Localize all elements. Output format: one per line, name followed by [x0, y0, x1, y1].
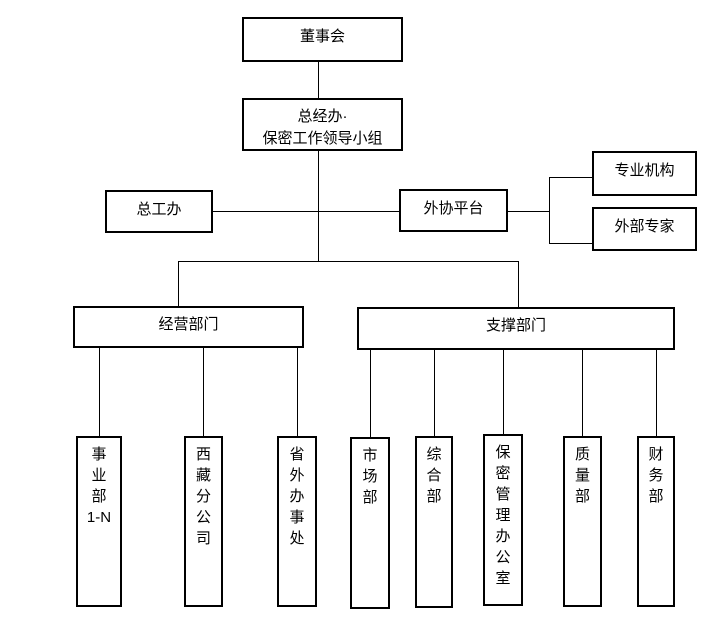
org-node-professional-org-label: 专业机构 [614, 162, 675, 179]
org-node-operating-depts: 经营部门 [73, 306, 304, 348]
org-node-board: 董事会 [242, 17, 403, 62]
connector-outsourcing-bracket [508, 211, 549, 212]
org-node-confidentiality-office-label: 保 密 管 理 办 公 室 [495, 444, 511, 587]
connector-distribution [178, 261, 519, 262]
org-node-outsourcing-platform-label: 外协平台 [423, 200, 484, 217]
org-node-tibet-branch: 西 藏 分 公 司 [184, 436, 223, 607]
connector-chiefeng-outsourcing [213, 211, 399, 212]
org-node-business-unit: 事 业 部 1-N [76, 436, 122, 607]
connector-operating-tibet [203, 348, 204, 436]
connector-bracket-proorg [549, 177, 592, 178]
org-node-business-unit-label: 事 业 部 1-N [86, 446, 112, 526]
org-node-out-province-office: 省 外 办 事 处 [277, 436, 317, 607]
connector-operating-businessunit [99, 348, 100, 436]
org-node-out-province-office-label: 省 外 办 事 处 [289, 446, 305, 547]
connector-bracket-vertical [549, 177, 550, 244]
org-node-market-dept: 市 场 部 [350, 437, 390, 609]
connector-operating-outprovince [297, 348, 298, 436]
org-node-chief-engineer-office-label: 总工办 [136, 201, 182, 218]
org-node-quality-dept-label: 质 量 部 [574, 446, 590, 505]
connector-board-gm [318, 62, 319, 98]
org-node-support-depts: 支撑部门 [357, 307, 675, 350]
org-node-external-experts-label: 外部专家 [614, 218, 675, 235]
org-node-gm-office-label: 总经办· 保密工作领导小组 [262, 108, 383, 147]
org-node-outsourcing-platform: 外协平台 [399, 189, 508, 232]
connector-gm-spine [318, 151, 319, 261]
org-node-general-dept: 综 合 部 [415, 436, 453, 608]
connector-drop-support [518, 261, 519, 307]
connector-support-quality [582, 350, 583, 436]
org-node-operating-depts-label: 经营部门 [158, 316, 219, 333]
connector-bracket-experts [549, 243, 592, 244]
org-node-market-dept-label: 市 场 部 [362, 447, 378, 506]
org-node-finance-dept: 财 务 部 [637, 436, 675, 607]
connector-drop-operating [178, 261, 179, 306]
org-node-professional-org: 专业机构 [592, 151, 697, 196]
org-node-tibet-branch-label: 西 藏 分 公 司 [195, 446, 211, 547]
connector-support-confidentiality [503, 350, 504, 434]
connector-support-market [370, 350, 371, 437]
org-node-support-depts-label: 支撑部门 [485, 317, 546, 334]
org-node-board-label: 董事会 [299, 28, 345, 45]
org-node-gm-office: 总经办· 保密工作领导小组 [242, 98, 403, 151]
org-node-chief-engineer-office: 总工办 [105, 190, 213, 233]
org-node-quality-dept: 质 量 部 [563, 436, 602, 607]
org-node-finance-dept-label: 财 务 部 [648, 446, 664, 505]
connector-support-finance [656, 350, 657, 436]
org-node-confidentiality-office: 保 密 管 理 办 公 室 [483, 434, 523, 606]
connector-support-general [434, 350, 435, 436]
org-node-external-experts: 外部专家 [592, 207, 697, 251]
org-node-general-dept-label: 综 合 部 [426, 446, 442, 505]
